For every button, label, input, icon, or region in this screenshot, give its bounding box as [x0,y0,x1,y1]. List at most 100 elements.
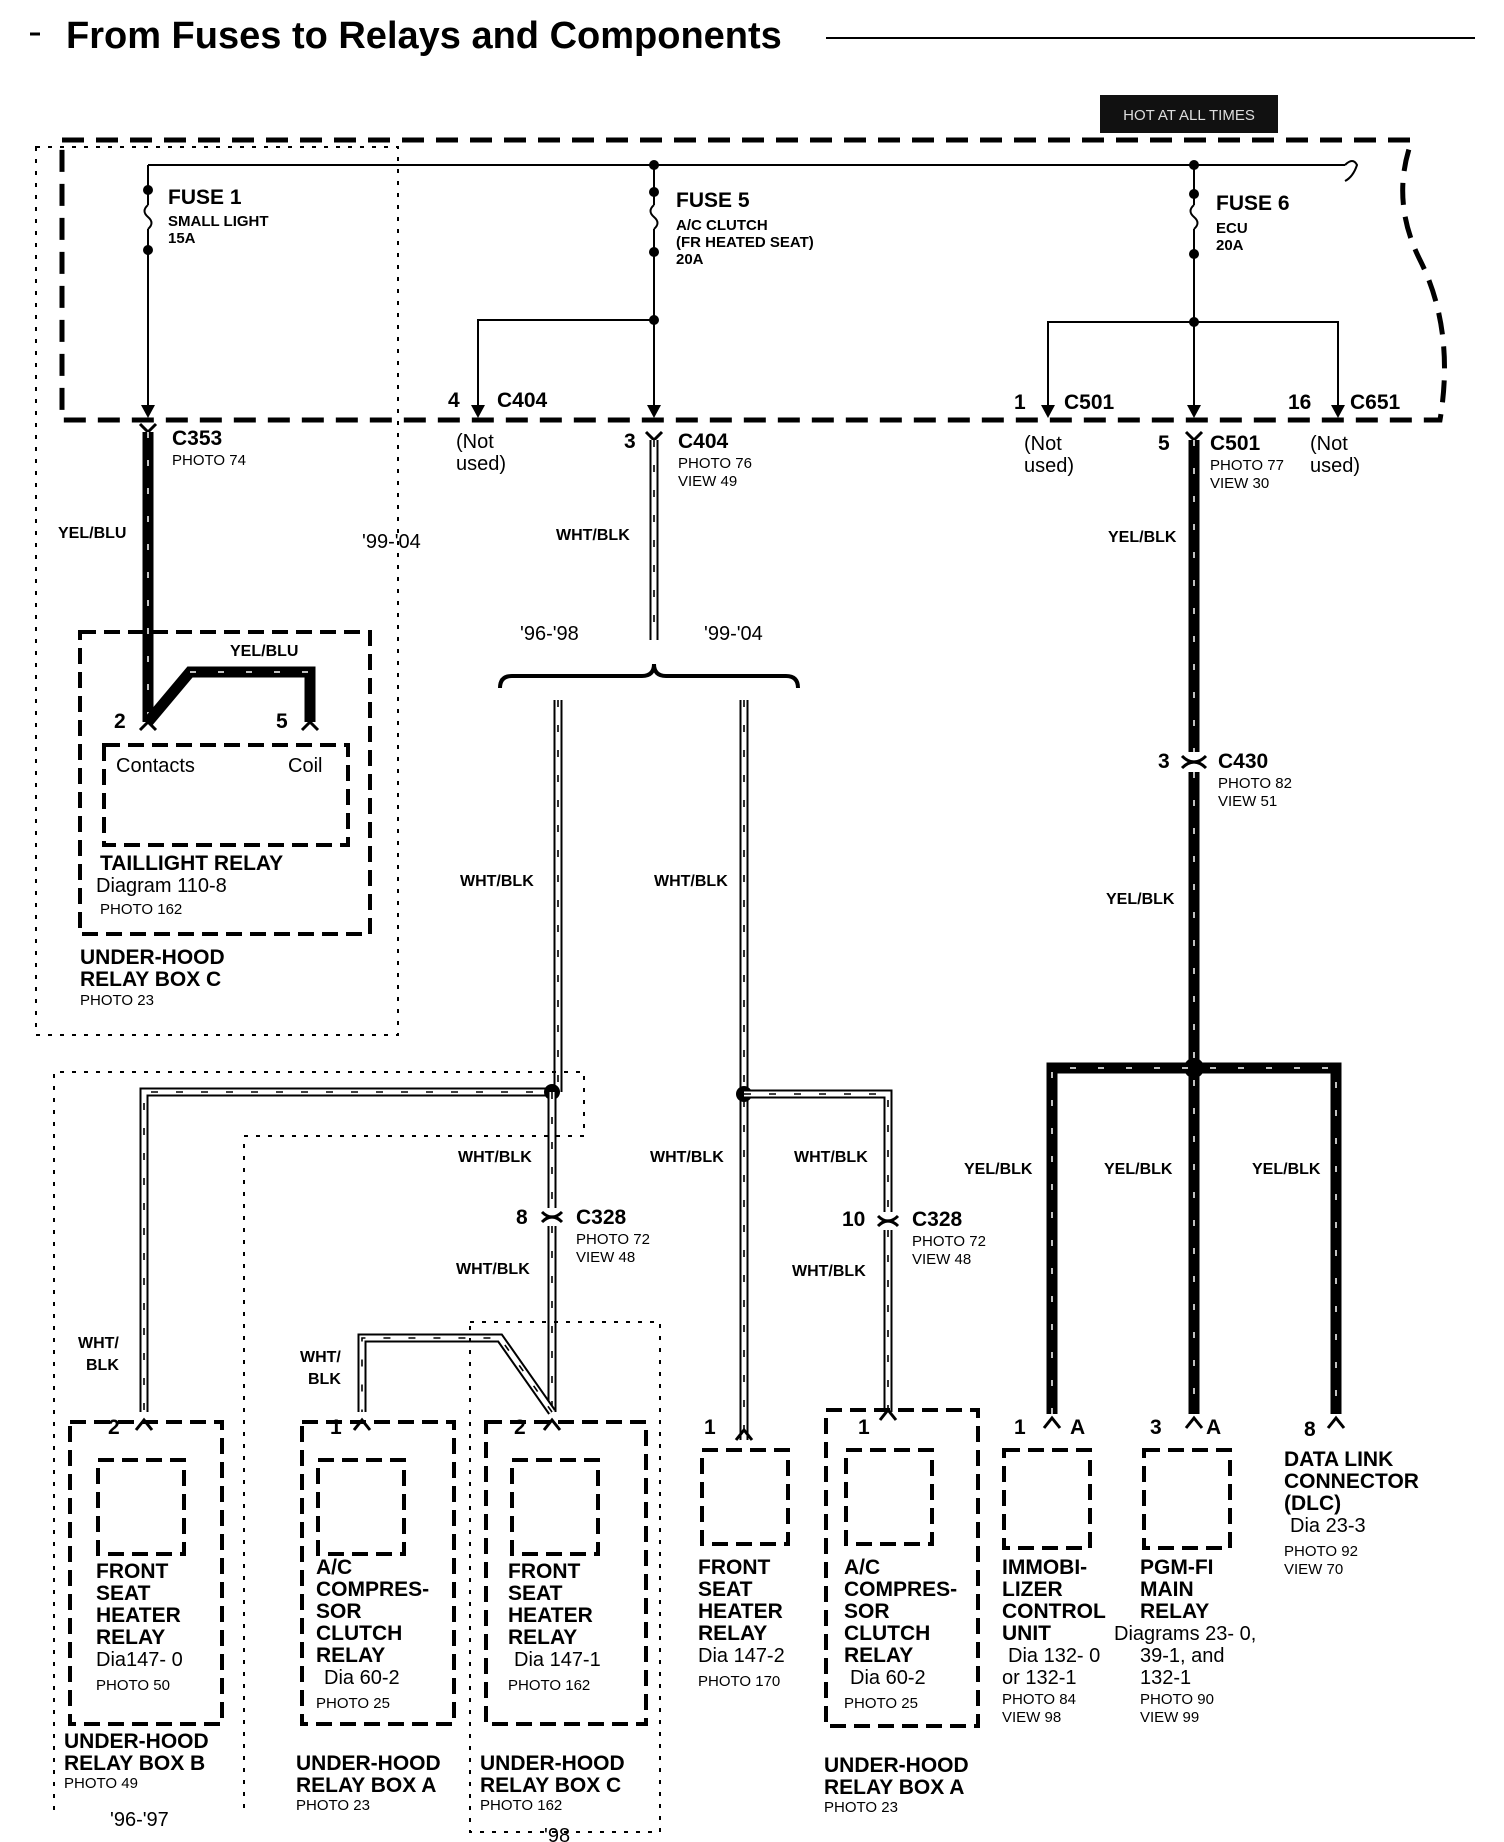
wire-label-yel-blk-3: YEL/BLK [964,1161,1033,1178]
wire-label-wht-blk-2: WHT/BLK [460,873,534,890]
c404-unused-note: (Not [456,431,494,453]
svg-text:PHOTO 23: PHOTO 23 [824,1799,898,1816]
taillight-contacts: Contacts [116,755,195,777]
svg-text:VIEW 98: VIEW 98 [1002,1709,1061,1726]
c328-a-photo: PHOTO 72 [576,1231,650,1248]
svg-text:RELAY: RELAY [316,1644,385,1667]
c501-label: C501 [1210,432,1261,455]
svg-text:VIEW 99: VIEW 99 [1140,1709,1199,1726]
svg-text:CONTROL: CONTROL [1002,1600,1106,1623]
svg-text:VIEW 70: VIEW 70 [1284,1561,1343,1578]
svg-text:LIZER: LIZER [1002,1578,1063,1601]
svg-text:132-1: 132-1 [1140,1667,1191,1689]
c328-b-photo: PHOTO 72 [912,1233,986,1250]
c404-photo: PHOTO 76 [678,455,752,472]
svg-text:CONNECTOR: CONNECTOR [1284,1470,1419,1493]
svg-text:A: A [1206,1416,1221,1439]
component-front-seat-heater-relay-99-04: 1 FRONT SEAT HEATER RELAY Dia 147-2 PHOT… [698,1416,790,1690]
c404-unused-pin: 4 [448,389,460,412]
year-label-99-04: '99-'04 [362,531,421,553]
wire-yel-blk [1046,430,1342,1414]
year-region-96-97 [53,1071,585,1810]
fuse-1-rating: 15A [168,230,196,247]
wire-label-blk: BLK [86,1357,119,1374]
year-brace [498,663,800,689]
wire-label-yel-blk-2: YEL/BLK [1106,891,1175,908]
svg-text:Dia 147-2: Dia 147-2 [698,1645,785,1667]
relay-box-c-name2: RELAY BOX C [80,968,221,991]
svg-text:1: 1 [1014,1416,1026,1439]
svg-text:RELAY BOX B: RELAY BOX B [64,1752,205,1775]
wire-wht-blk-99-04 [736,700,900,1440]
c651-unused-note2: used) [1310,455,1360,477]
component-immobilizer-control-unit: 1 A IMMOBI- LIZER CONTROL UNIT Dia 132- … [1002,1415,1106,1726]
wire-label-yel-blk-4: YEL/BLK [1104,1161,1173,1178]
c430-photo: PHOTO 82 [1218,775,1292,792]
fuse-5-desc2: (FR HEATED SEAT) [676,234,814,251]
wire-label-wht-blk-6: WHT/BLK [650,1149,724,1166]
c430-label: C430 [1218,750,1268,773]
year-region-98 [469,1321,661,1833]
hot-badge-text: HOT AT ALL TIMES [1123,107,1255,124]
svg-text:UNDER-HOOD: UNDER-HOOD [480,1752,625,1775]
year-label-98: '98 [544,1825,570,1842]
year-label-96-98: '96-'98 [520,623,579,645]
svg-text:Diagrams 23- 0,: Diagrams 23- 0, [1114,1623,1256,1645]
taillight-diagram: Diagram 110-8 [96,875,227,897]
wire-label-wht-blk-5: WHT/BLK [654,873,728,890]
c501-photo: PHOTO 77 [1210,457,1284,474]
wire-label-wht-blk-7: WHT/BLK [794,1149,868,1166]
component-pgm-fi-main-relay: 3 A PGM-FI MAIN RELAY Diagrams 23- 0, 39… [1114,1415,1256,1726]
c501-pin: 5 [1158,432,1170,455]
wire-label-wht-blk-4: WHT/BLK [456,1261,530,1278]
fuse-1: FUSE 1 SMALL LIGHT 15A [141,165,269,418]
fuse-5-desc: A/C CLUTCH [676,217,768,234]
fuse-5-rating: 20A [676,251,704,268]
c404-unused-note2: used) [456,453,506,475]
svg-text:PHOTO 162: PHOTO 162 [508,1677,590,1694]
svg-text:UNIT: UNIT [1002,1622,1051,1645]
wire-label-yel-blk-5: YEL/BLK [1252,1161,1321,1178]
wire-label-wht-blk-8: WHT/BLK [792,1263,866,1280]
svg-text:HEATER: HEATER [698,1600,783,1623]
svg-text:RELAY BOX C: RELAY BOX C [480,1774,621,1797]
year-label-99-04-b: '99-'04 [704,623,763,645]
svg-text:DATA LINK: DATA LINK [1284,1448,1393,1471]
wire-wht-blk-trunk [644,430,664,640]
svg-text:PHOTO 92: PHOTO 92 [1284,1543,1358,1560]
c328-b-pin: 10 [842,1208,865,1231]
svg-text:PHOTO 25: PHOTO 25 [844,1695,918,1712]
taillight-pin-2: 2 [114,710,126,733]
svg-text:MAIN: MAIN [1140,1578,1194,1601]
svg-text:A: A [1070,1416,1085,1439]
svg-text:PHOTO 162: PHOTO 162 [480,1797,562,1814]
c501-unused-pin: 1 [1014,391,1026,414]
svg-text:SEAT: SEAT [508,1582,563,1605]
wire-label-yel-blu-2: YEL/BLU [230,643,298,660]
svg-text:FRONT: FRONT [698,1556,770,1579]
wire-label-blk-2: BLK [308,1371,341,1388]
wire-label-yel-blu: YEL/BLU [58,525,126,542]
c404-unused-label: C404 [497,389,548,412]
svg-text:PHOTO 23: PHOTO 23 [296,1797,370,1814]
svg-text:UNDER-HOOD: UNDER-HOOD [824,1754,969,1777]
svg-text:SEAT: SEAT [96,1582,151,1605]
svg-text:8: 8 [1304,1418,1316,1441]
fuse-5-label: FUSE 5 [676,189,750,212]
svg-text:RELAY BOX A: RELAY BOX A [296,1774,436,1797]
taillight-relay-body [102,743,350,847]
svg-text:Dia 132- 0: Dia 132- 0 [1008,1645,1100,1667]
taillight-relay-name: TAILLIGHT RELAY [100,852,283,875]
wire-wht-blk-96-98 [139,700,564,1415]
fuse-box-outline [59,137,1447,423]
svg-text:(DLC): (DLC) [1284,1492,1341,1515]
taillight-pin-5: 5 [276,710,288,733]
svg-text:or 132-1: or 132-1 [1002,1667,1077,1689]
svg-text:1: 1 [330,1416,342,1439]
svg-text:Dia 23-3: Dia 23-3 [1290,1515,1366,1537]
c404-pin: 3 [624,430,636,453]
wire-label-yel-blk-1: YEL/BLK [1108,529,1177,546]
wire-yel-blu [138,422,320,732]
c651-unused-pin: 16 [1288,391,1311,414]
